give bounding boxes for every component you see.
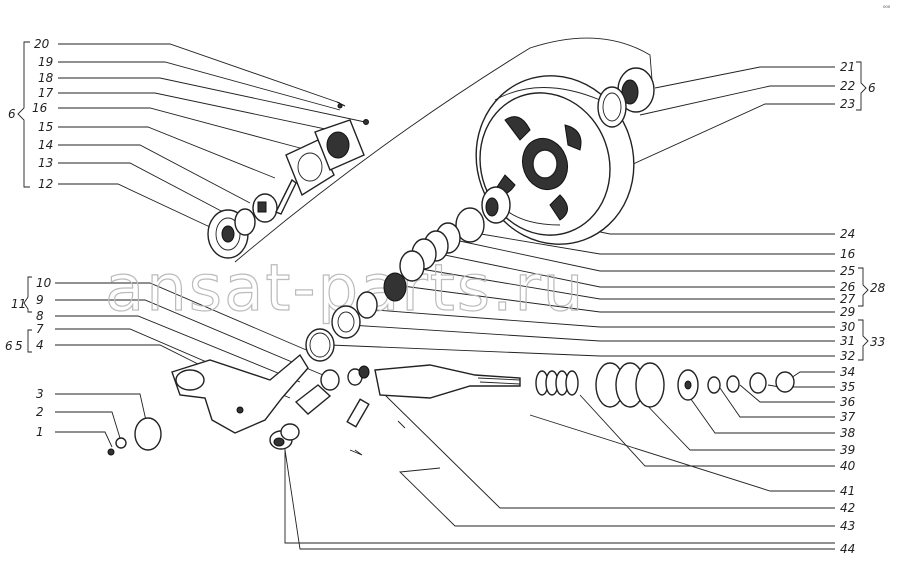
bolt-20 — [336, 101, 346, 107]
group-label-5: 5 — [15, 339, 23, 353]
upper-bearing-assembly — [207, 101, 369, 259]
label-39: 39 — [840, 443, 855, 457]
label-14: 14 — [38, 138, 53, 152]
ring-31 — [356, 291, 378, 319]
screw-18 — [363, 119, 369, 125]
pin-10 — [358, 365, 370, 379]
bush-30 — [383, 272, 407, 302]
label-43: 43 — [840, 519, 855, 533]
label-7: 7 — [36, 322, 44, 336]
sleeve-8 — [320, 369, 340, 391]
label-15: 15 — [38, 120, 53, 134]
nut-1 — [107, 448, 115, 456]
group-label-28: 28 — [870, 281, 886, 295]
left-group-braces: 6 11 6 5 — [5, 41, 32, 353]
label-20: 20 — [34, 37, 50, 51]
ring-32 — [331, 305, 361, 339]
label-32: 32 — [840, 349, 855, 363]
label-36: 36 — [840, 395, 856, 409]
knuckle-4 — [171, 353, 309, 434]
label-19: 19 — [38, 55, 53, 69]
snap-ring-22 — [597, 86, 627, 128]
gasket-16-right — [455, 207, 485, 243]
label-29: 29 — [840, 305, 855, 319]
label-8: 8 — [36, 309, 44, 323]
drum-assembly — [475, 67, 655, 245]
label-27: 27 — [840, 292, 856, 306]
label-41: 41 — [840, 484, 855, 498]
label-26: 26 — [840, 280, 856, 294]
label-31: 31 — [840, 334, 855, 348]
label-24: 24 — [840, 227, 855, 241]
cap-34 — [775, 371, 795, 393]
label-16-right: 16 — [840, 247, 856, 261]
nut-37 — [707, 376, 721, 394]
label-40: 40 — [840, 459, 856, 473]
label-17: 17 — [38, 86, 54, 100]
kingpin-41 — [374, 364, 521, 399]
corner-mark: ⁰⁰⁰ — [883, 5, 891, 12]
group-label-33: 33 — [870, 335, 885, 349]
nut-35 — [749, 372, 767, 394]
group-label-11: 11 — [11, 297, 26, 311]
label-16-left: 16 — [32, 101, 48, 115]
leader-lines — [55, 37, 835, 550]
label-4: 4 — [36, 338, 44, 352]
label-13: 13 — [38, 156, 53, 170]
spring-39 — [595, 362, 665, 408]
label-35: 35 — [840, 380, 855, 394]
label-42: 42 — [840, 501, 855, 515]
ring-29 — [399, 250, 425, 282]
bushing-7 — [294, 384, 332, 415]
label-9: 9 — [36, 293, 44, 307]
label-30: 30 — [840, 320, 856, 334]
cotter-pin-15 — [275, 178, 297, 215]
gasket-16-top — [285, 139, 335, 197]
nut-36 — [726, 375, 740, 393]
ring-43 — [280, 423, 300, 441]
label-23: 23 — [840, 97, 855, 111]
right-labels: 21 22 23 24 16 25 26 27 29 30 31 32 34 3… — [840, 60, 856, 556]
label-18: 18 — [38, 71, 54, 85]
label-2: 2 — [36, 405, 44, 419]
label-38: 38 — [840, 426, 856, 440]
label-12: 12 — [38, 177, 53, 191]
label-1: 1 — [36, 425, 44, 439]
label-21: 21 — [840, 60, 855, 74]
label-44: 44 — [840, 542, 855, 556]
label-10: 10 — [36, 276, 52, 290]
group-label-6-left: 6 — [8, 107, 16, 121]
left-labels: 20 19 18 17 16 15 14 13 12 10 9 8 7 4 3 … — [32, 37, 54, 439]
kingpin-spring-assembly — [346, 362, 795, 428]
steering-knuckle-assembly — [107, 353, 370, 456]
label-34: 34 — [840, 365, 855, 379]
right-group-braces: 6 28 33 — [856, 61, 886, 361]
pin-42 — [346, 398, 370, 428]
ring-13 — [234, 208, 256, 236]
group-label-6-lower: 6 — [5, 339, 13, 353]
shaft-components — [305, 207, 485, 362]
label-25: 25 — [840, 264, 855, 278]
plate-3 — [134, 417, 162, 451]
washer-2 — [115, 437, 127, 449]
label-3: 3 — [36, 387, 44, 401]
label-37: 37 — [840, 410, 856, 424]
spring-40 — [535, 370, 579, 396]
group-label-6-right: 6 — [868, 81, 876, 95]
label-22: 22 — [840, 79, 855, 93]
